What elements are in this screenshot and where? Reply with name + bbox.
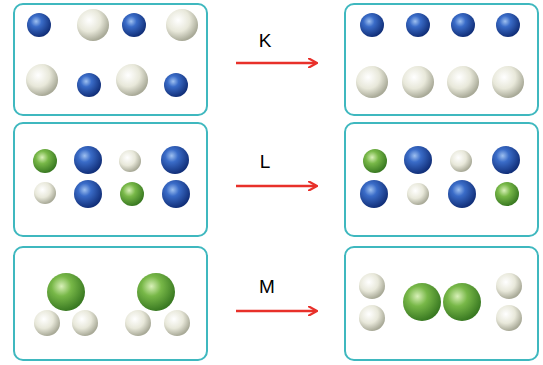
blue-atom	[451, 13, 475, 37]
white-atom	[359, 305, 385, 331]
blue-atom	[360, 180, 388, 208]
green-atom	[363, 149, 387, 173]
reaction-label: M	[259, 277, 275, 296]
white-atom	[496, 273, 522, 299]
green-atom	[33, 149, 57, 173]
reaction-arrow	[236, 310, 316, 313]
white-atom	[119, 150, 141, 172]
white-atom	[164, 310, 190, 336]
green-atom	[120, 182, 144, 206]
white-atom	[402, 66, 434, 98]
blue-atom	[492, 146, 520, 174]
white-atom	[450, 150, 472, 172]
blue-atom	[162, 180, 190, 208]
panel	[14, 247, 207, 360]
white-atom	[447, 66, 479, 98]
white-atom	[359, 273, 385, 299]
white-atom	[356, 66, 388, 98]
blue-atom	[74, 146, 102, 174]
green-atom	[443, 283, 481, 321]
panel	[14, 123, 207, 236]
panel	[345, 4, 538, 115]
white-atom	[407, 183, 429, 205]
reaction-label: K	[259, 31, 272, 50]
white-atom	[72, 310, 98, 336]
panel	[345, 123, 538, 236]
blue-atom	[74, 180, 102, 208]
white-atom	[496, 305, 522, 331]
white-atom	[77, 9, 109, 41]
green-atom	[403, 283, 441, 321]
panel	[345, 247, 538, 360]
green-atom	[137, 273, 175, 311]
green-atom	[495, 182, 519, 206]
white-atom	[116, 64, 148, 96]
white-atom	[34, 310, 60, 336]
blue-atom	[122, 13, 146, 37]
blue-atom	[164, 73, 188, 97]
blue-atom	[360, 13, 384, 37]
reaction-arrow	[236, 185, 316, 188]
blue-atom	[77, 73, 101, 97]
reaction-label: L	[260, 152, 271, 171]
white-atom	[166, 9, 198, 41]
blue-atom	[161, 146, 189, 174]
white-atom	[125, 310, 151, 336]
green-atom	[47, 273, 85, 311]
reaction-arrow	[236, 62, 316, 65]
white-atom	[34, 182, 56, 204]
blue-atom	[404, 146, 432, 174]
panel	[14, 4, 207, 115]
blue-atom	[406, 13, 430, 37]
blue-atom	[496, 13, 520, 37]
blue-atom	[448, 180, 476, 208]
white-atom	[492, 66, 524, 98]
blue-atom	[27, 13, 51, 37]
white-atom	[26, 64, 58, 96]
